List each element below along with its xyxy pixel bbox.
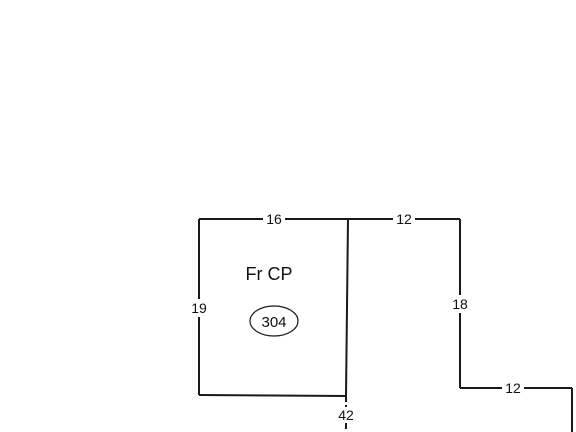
dim-right-upper: 18 <box>452 296 468 312</box>
area-label-fr-cp: Fr CP <box>246 264 293 284</box>
carport-bottom-wall <box>198 394 347 397</box>
carport-right-wall <box>345 218 349 397</box>
main-structure-outline <box>345 218 573 432</box>
area-carport: Fr CP 304 <box>246 264 299 337</box>
dim-left: 19 <box>191 300 207 316</box>
dim-right-step: 12 <box>505 380 521 396</box>
dimension-labels: 16 12 19 18 12 42 <box>188 211 524 423</box>
area-value-ellipse <box>249 305 299 337</box>
dim-top-right: 12 <box>396 211 412 227</box>
dim-bottom-vertical: 42 <box>338 407 354 423</box>
dim-top-left: 16 <box>266 211 282 227</box>
area-value-fr-cp: 304 <box>261 314 286 331</box>
partial-bottom-label: - <box>437 422 443 432</box>
